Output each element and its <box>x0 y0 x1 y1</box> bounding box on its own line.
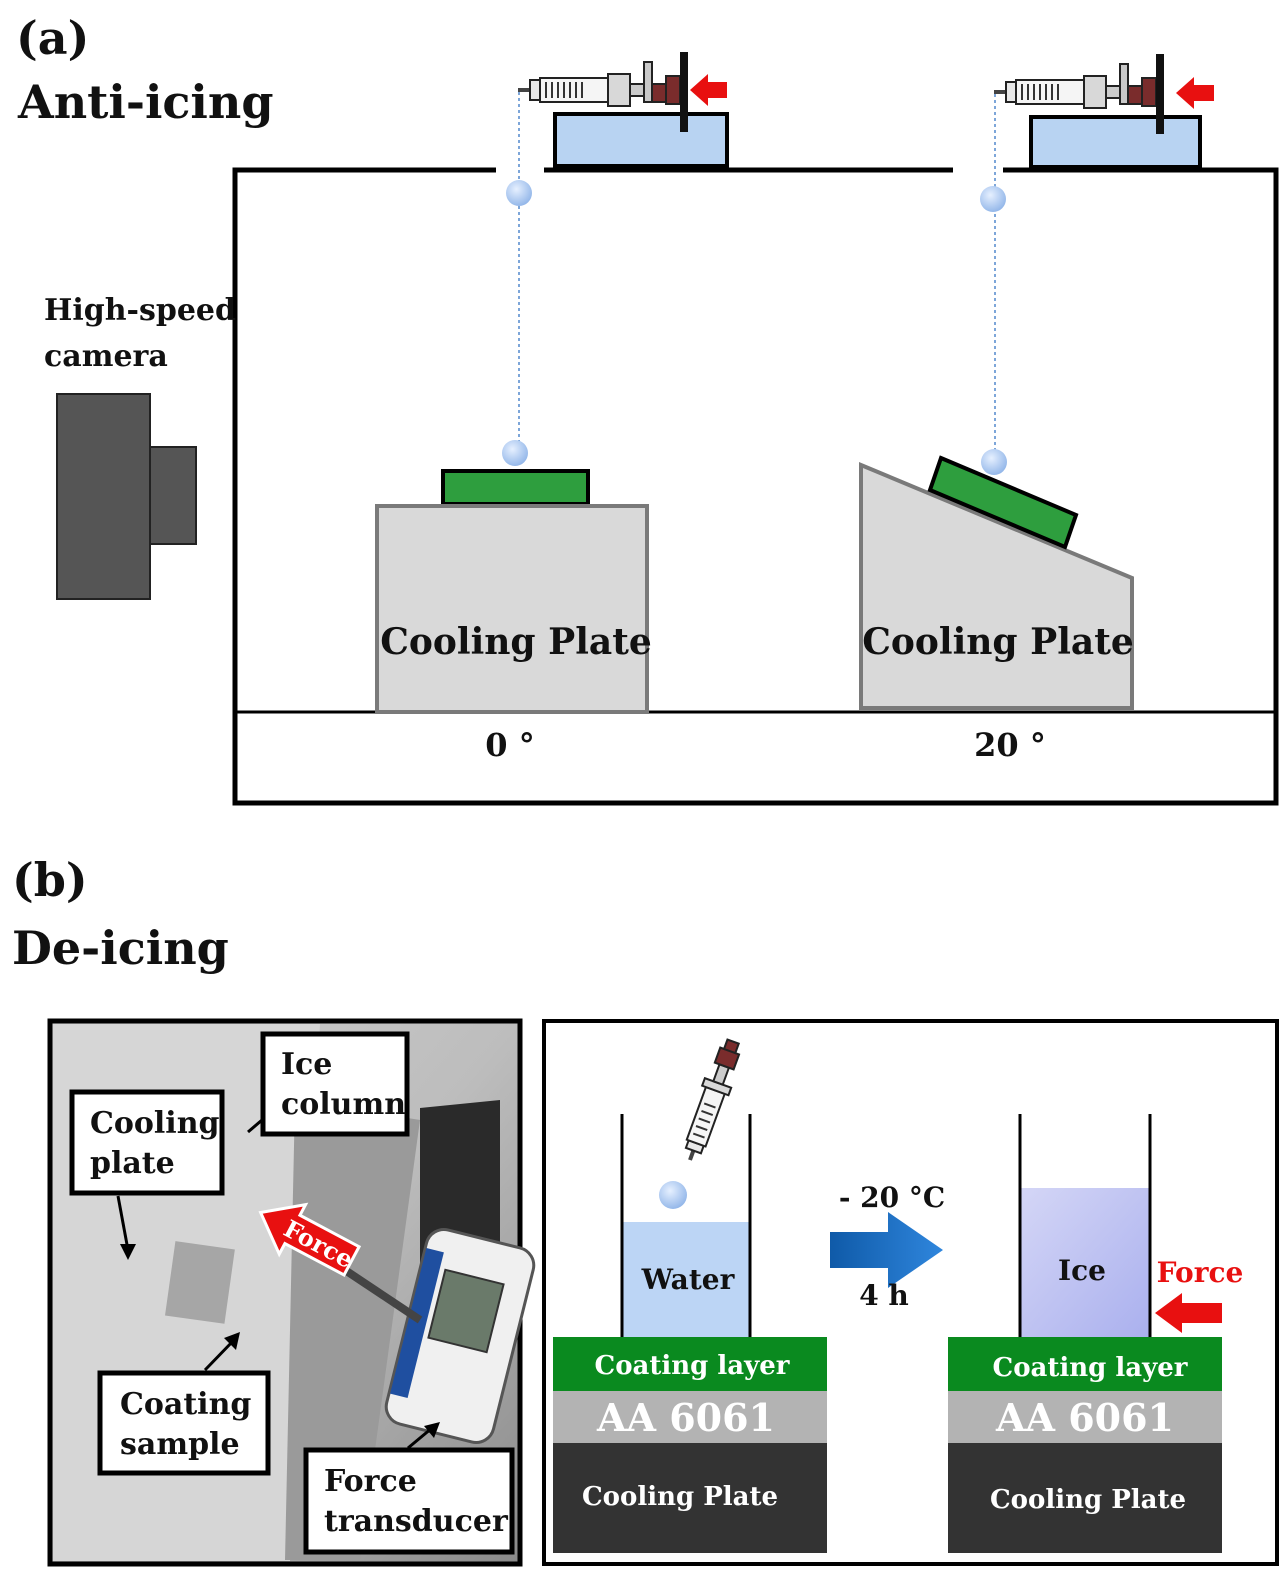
right-substrate-label: AA 6061 <box>995 1395 1174 1440</box>
callout-coating-sample-line1: Coating <box>120 1387 251 1422</box>
callout-coating-sample-pointer <box>203 1338 236 1372</box>
callout-ice-column-pointer <box>247 1118 263 1134</box>
left-push-arrow-icon <box>690 74 727 106</box>
right-syringe-stage <box>1029 115 1202 169</box>
panel-a: (a) Anti-icing High-speed camera Cooling… <box>16 11 1279 806</box>
callout-force-transducer-pointer <box>407 1426 433 1450</box>
right-coating-sample <box>927 455 1079 550</box>
right-ice-fill <box>1020 1188 1150 1337</box>
callout-cooling-plate-line1: Cooling <box>90 1106 220 1141</box>
callout-coating-sample-box <box>97 1370 271 1476</box>
right-coating-layer <box>948 1337 1222 1391</box>
left-syringe-stage <box>553 112 729 168</box>
left-water-fill <box>622 1222 750 1337</box>
callout-ice-column-line1: Ice <box>281 1047 332 1082</box>
left-substrate-label: AA 6061 <box>596 1395 775 1440</box>
panel-b-title: De-icing <box>12 921 229 975</box>
right-cooling-plate-layer-label: Cooling Plate <box>990 1485 1186 1515</box>
schematic-water-droplet <box>659 1181 687 1209</box>
panel-b-label: (b) <box>12 853 88 907</box>
photo-transducer-display <box>427 1268 505 1354</box>
left-tilt-angle: 0 ° <box>485 726 534 764</box>
callout-force-transducer-line1: Force <box>324 1464 417 1499</box>
applied-force-arrow-icon <box>1155 1293 1222 1333</box>
left-coating-layer-label: Coating layer <box>595 1351 790 1381</box>
callout-force-transducer-box <box>303 1447 515 1555</box>
callout-ice-column-line2: column <box>281 1087 406 1122</box>
callout-force-transducer-line2: transducer <box>324 1504 509 1539</box>
schematic-syringe-icon <box>684 1038 741 1161</box>
left-coating-sample <box>441 469 590 506</box>
ice-label: Ice <box>1058 1254 1106 1287</box>
callout-ice-column-box <box>260 1031 410 1137</box>
photo-push-rod <box>342 1266 423 1324</box>
right-tilt-angle: 20 ° <box>974 726 1046 764</box>
right-substrate-layer <box>948 1391 1222 1443</box>
callout-cooling-plate-arrowhead <box>120 1244 136 1260</box>
de-icing-schematic: Water Coating layer AA 6061 Coo <box>542 1019 1279 1566</box>
left-substrate-layer <box>553 1391 827 1443</box>
photo-plate-edge <box>285 1100 420 1560</box>
right-cooling-plate-label: Cooling Plate <box>862 621 1134 663</box>
right-cooling-plate-layer <box>948 1443 1222 1553</box>
photo-transducer-mount <box>420 1100 500 1270</box>
freezing-temperature: - 20 °C <box>839 1181 945 1214</box>
high-speed-camera-icon <box>56 393 197 600</box>
panel-b: (b) De-icing Force Ice column Cooli <box>12 853 1279 1567</box>
camera-label-line2: camera <box>44 339 168 374</box>
photo-transducer-band <box>390 1248 444 1398</box>
left-cooling-plate-layer <box>553 1443 827 1553</box>
right-falling-droplet <box>980 186 1006 212</box>
force-label: Force <box>1157 1256 1244 1289</box>
de-icing-photo: Force Ice column Cooling plate Coating s… <box>47 1018 536 1567</box>
left-cooling-plate-label: Cooling Plate <box>380 621 652 663</box>
panel-a-title: Anti-icing <box>17 75 274 129</box>
chamber-outline <box>232 167 1279 806</box>
left-dispenser <box>517 51 729 168</box>
callout-coating-sample-arrowhead <box>224 1332 240 1350</box>
callout-cooling-plate-pointer <box>116 1195 130 1251</box>
callout-coating-sample-line2: sample <box>120 1427 240 1462</box>
right-push-arrow-icon <box>1176 77 1214 109</box>
left-cooling-plate-layer-label: Cooling Plate <box>582 1482 778 1512</box>
right-impact-droplet <box>981 449 1007 475</box>
left-cooling-plate <box>375 504 649 714</box>
freezing-condition-arrow-icon <box>830 1212 943 1288</box>
photo-coating-sample <box>165 1241 235 1324</box>
callout-force-transducer-arrowhead <box>424 1422 440 1438</box>
right-tilted-cooling-plate <box>859 461 1134 710</box>
right-dispenser <box>993 53 1214 169</box>
left-impact-droplet <box>502 440 528 466</box>
left-coating-layer <box>553 1337 827 1391</box>
callout-cooling-plate-box <box>69 1089 225 1196</box>
panel-a-label: (a) <box>16 11 89 65</box>
callout-cooling-plate-line2: plate <box>90 1146 175 1181</box>
freezing-duration: 4 h <box>859 1279 909 1312</box>
water-label: Water <box>641 1263 736 1296</box>
right-coating-layer-label: Coating layer <box>993 1353 1188 1383</box>
left-falling-droplet <box>506 180 532 206</box>
camera-label-line1: High-speed <box>44 293 236 328</box>
